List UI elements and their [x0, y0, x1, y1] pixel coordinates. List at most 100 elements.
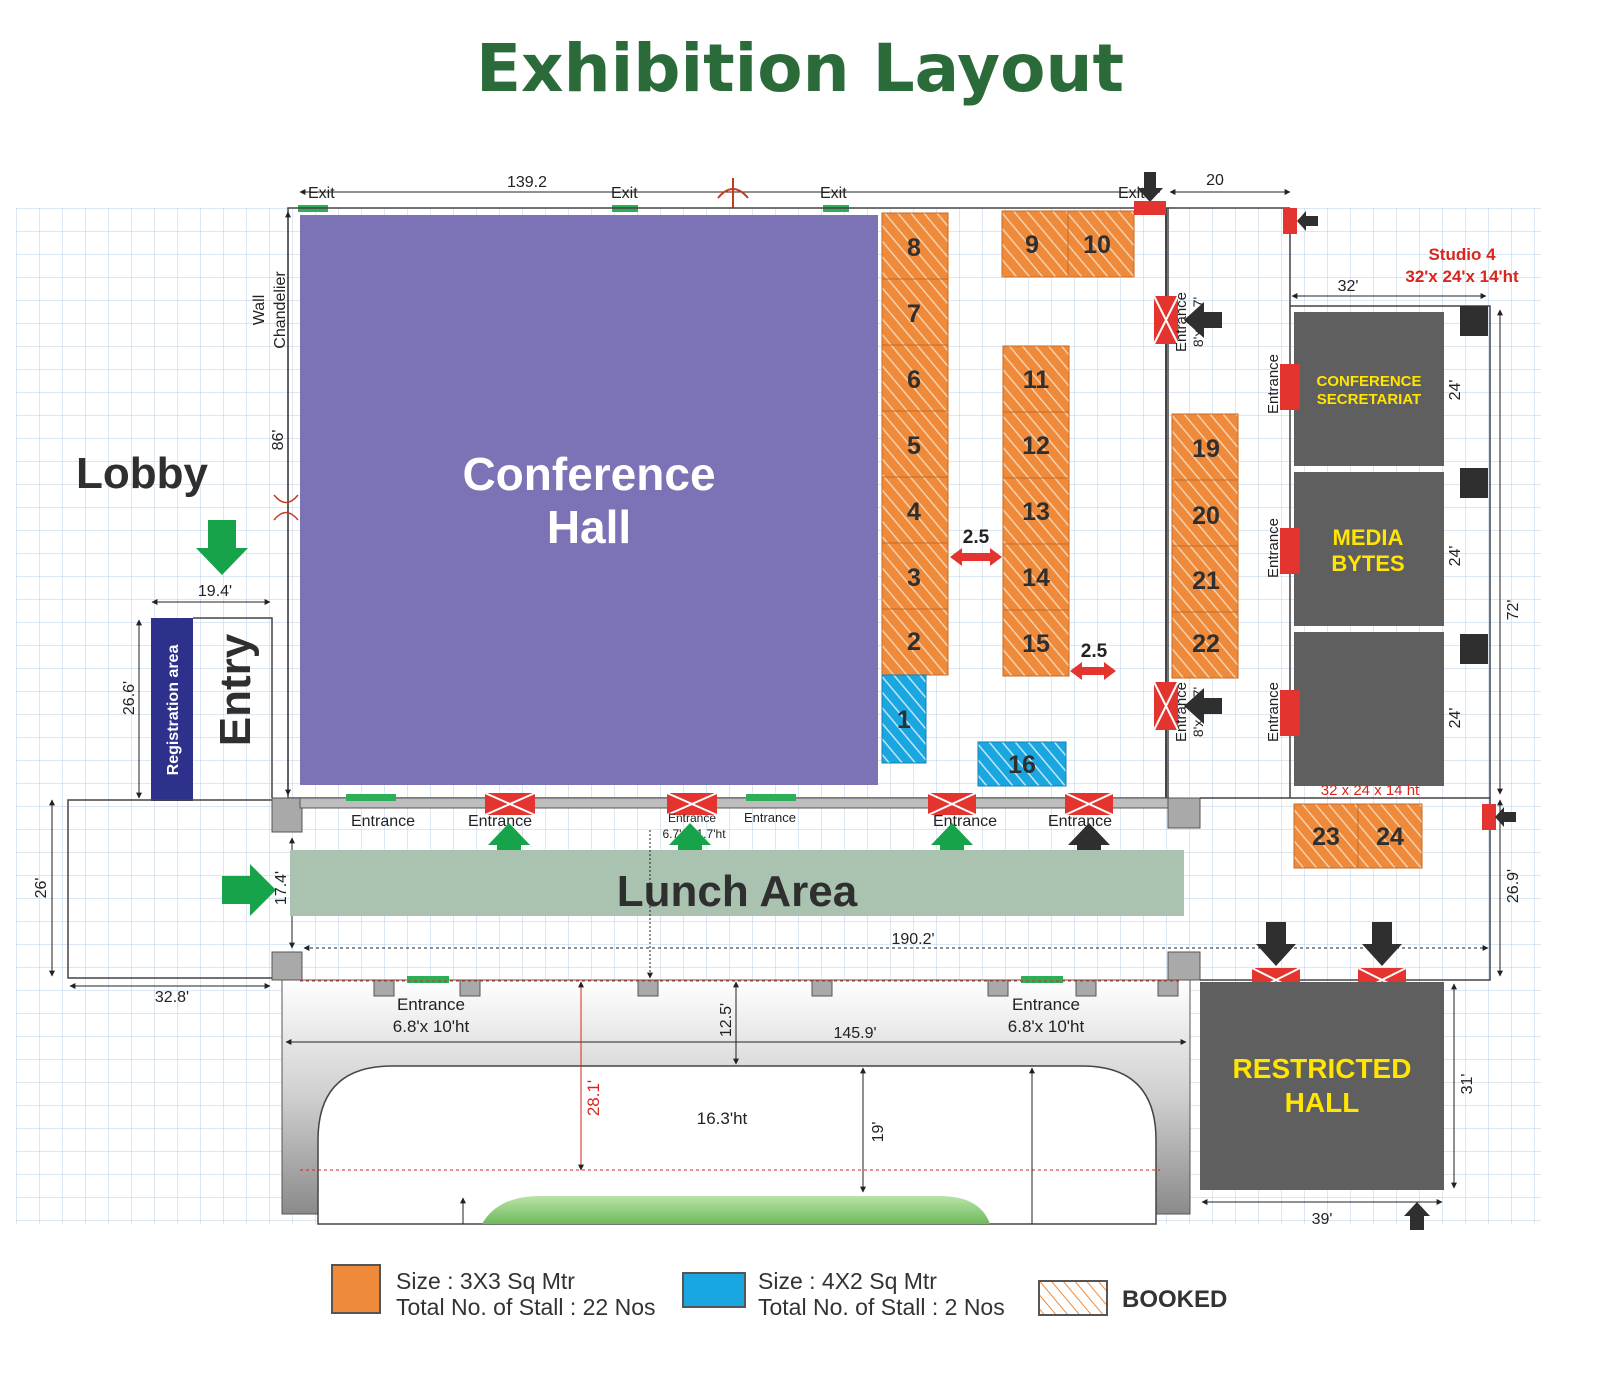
dim-bottom-left: 32.8' — [155, 989, 189, 1006]
dim-lower-19: 19' — [870, 1122, 887, 1143]
stall-num-21: 21 — [1192, 567, 1220, 595]
dim-gap-a: 2.5 — [963, 527, 990, 548]
entry-label: Entry — [211, 633, 260, 746]
stall-9[interactable] — [1001, 210, 1069, 278]
dim-lower-width: 145.9' — [833, 1025, 876, 1042]
lower-entrance-door-2 — [1021, 976, 1063, 983]
stall-num-4: 4 — [907, 498, 921, 526]
dim-top-width: 139.2 — [507, 174, 547, 191]
room-entrance-label-1: Entrance — [1265, 354, 1282, 414]
stall-13[interactable] — [1002, 477, 1070, 545]
stall-4[interactable] — [881, 476, 949, 544]
lower-entrance-dims-2: 6.8'x 10'ht — [1008, 1017, 1085, 1036]
stall-1[interactable] — [881, 674, 927, 764]
stall-num-1: 1 — [897, 706, 911, 734]
legend-swatch-4x2 — [682, 1272, 746, 1308]
dim-top-right: 20 — [1206, 172, 1224, 189]
stall-num-7: 7 — [907, 300, 921, 328]
stall-num-2: 2 — [907, 628, 921, 656]
entrance-label-1: Entrance — [351, 813, 415, 830]
stall-7[interactable] — [881, 278, 949, 346]
stall-num-23: 23 — [1312, 823, 1340, 851]
page-title: Exhibition Layout — [475, 30, 1125, 107]
entrance-bow-2 — [666, 792, 718, 816]
stall-num-15: 15 — [1022, 630, 1050, 658]
dim-left-outer: 26' — [33, 878, 50, 899]
entrance-label-4: Entrance — [744, 810, 796, 825]
restricted-label-1: RESTRICTED — [1233, 1053, 1412, 1084]
restricted-label-2: HALL — [1285, 1087, 1360, 1118]
lunch-area — [290, 850, 1184, 916]
down-arrow-icon-top — [1137, 172, 1163, 202]
exit-label-4: Exit — [1118, 185, 1145, 202]
stall-8[interactable] — [881, 212, 949, 280]
room-entrance-bow-3 — [1280, 690, 1300, 736]
stall-num-12: 12 — [1022, 432, 1050, 460]
lower-entrance-label-1: Entrance — [397, 995, 465, 1014]
dim-studio-width: 32' — [1338, 278, 1359, 295]
stall-24[interactable] — [1357, 803, 1423, 869]
top-exit-bow — [1134, 201, 1166, 215]
stall-6[interactable] — [881, 344, 949, 412]
dim-lower-top: 12.5' — [718, 1003, 735, 1037]
stall-num-19: 19 — [1192, 435, 1220, 463]
dim-lunch-gap: 17.4' — [273, 871, 290, 905]
stall-20[interactable] — [1171, 479, 1239, 547]
stall-5[interactable] — [881, 410, 949, 478]
stall-2[interactable] — [881, 608, 949, 676]
left-arrow-icon-2 — [1184, 688, 1222, 724]
conference-secretariat — [1294, 312, 1444, 466]
entrance-door-4 — [746, 794, 796, 801]
stall-num-8: 8 — [907, 234, 921, 262]
media-label-2: BYTES — [1331, 551, 1404, 576]
floor-plan: 139.2 20 Exit Exit Exit Exit Conference … — [16, 172, 1541, 1230]
dim-gap-b: 2.5 — [1081, 641, 1108, 662]
stall-22[interactable] — [1171, 611, 1239, 679]
registration-label: Registration area — [165, 645, 182, 776]
restricted-hall — [1200, 982, 1444, 1190]
left-arrow-icon-top — [1297, 211, 1318, 231]
up-arrow-icon-restricted — [1404, 1202, 1430, 1230]
stall-15[interactable] — [1002, 609, 1070, 677]
side-entrance-bow-2 — [1153, 681, 1179, 731]
dim-restricted-31: 31' — [1459, 1074, 1476, 1095]
entrance-label-6: Entrance — [1048, 813, 1112, 830]
conference-hall — [300, 215, 878, 785]
entrance-bow-4 — [1064, 792, 1114, 816]
lower-entrance-door-1 — [407, 976, 449, 983]
exit-label-1: Exit — [308, 185, 335, 202]
stall-num-22: 22 — [1192, 630, 1220, 658]
down-arrow-icon-r2 — [1362, 922, 1402, 966]
side-entrance-bow-1 — [1153, 295, 1179, 345]
gap-arrow-2 — [1070, 662, 1116, 680]
room-side-block-2 — [1460, 468, 1488, 498]
room-side-block-1 — [1460, 306, 1488, 336]
lobby-label: Lobby — [76, 449, 209, 498]
exit-label-3: Exit — [820, 185, 847, 202]
room-side-block-3 — [1460, 634, 1488, 664]
dim-reg-height: 26.6' — [121, 681, 138, 715]
media-label-1: MEDIA — [1333, 525, 1404, 550]
lunch-label: Lunch Area — [617, 867, 858, 916]
lobby-arrow-icon — [196, 520, 248, 575]
lower-entrance-dims-1: 6.8'x 10'ht — [393, 1017, 470, 1036]
stall-12[interactable] — [1002, 411, 1070, 479]
room-entrance-label-3: Entrance — [1265, 682, 1282, 742]
stall-16[interactable] — [977, 741, 1067, 787]
stall-10[interactable] — [1067, 210, 1135, 278]
stall-num-11: 11 — [1023, 366, 1050, 394]
dim-room-24-3: 24' — [1447, 708, 1464, 729]
stall-19[interactable] — [1171, 413, 1239, 481]
stall-num-13: 13 — [1022, 498, 1050, 526]
stall-11[interactable] — [1002, 345, 1070, 413]
room-entrance-bow-2 — [1280, 528, 1300, 574]
entrance-label-2: Entrance — [468, 813, 532, 830]
secretariat-label-1: CONFERENCE — [1316, 373, 1421, 390]
room-entrance-label-2: Entrance — [1265, 518, 1282, 578]
right-bow — [1482, 804, 1496, 830]
legend-swatch-booked — [1038, 1280, 1108, 1316]
stall-3[interactable] — [881, 542, 949, 610]
conference-hall-label-1: Conference — [462, 448, 715, 500]
stall-14[interactable] — [1002, 543, 1070, 611]
side-entrance-label-2: Entrance — [1173, 682, 1190, 742]
